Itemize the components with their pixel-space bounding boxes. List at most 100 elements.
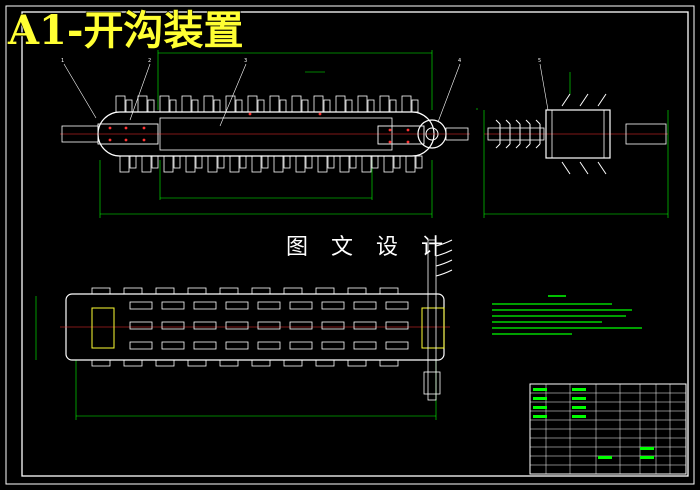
- callout-leaders: [63, 63, 549, 127]
- plan-slot: [193, 301, 217, 310]
- title-block-entry: [572, 406, 586, 409]
- upper-tooth-back: [125, 99, 133, 113]
- upper-tooth: [203, 95, 214, 113]
- upper-tooth-back: [213, 99, 221, 113]
- plan-left-hub: [91, 307, 115, 349]
- chain-icon: [115, 95, 419, 113]
- callout-3: 3: [244, 58, 247, 64]
- plan-bottom-tab: [347, 359, 367, 367]
- front-view-dimensions: [99, 50, 478, 218]
- plan-slot: [385, 301, 409, 310]
- upper-tooth-back: [345, 99, 353, 113]
- upper-tooth-back: [169, 99, 177, 113]
- side-blade-top: [515, 119, 521, 125]
- blade-icon: [495, 93, 607, 175]
- plan-slot: [161, 301, 185, 310]
- lower-tooth: [317, 155, 328, 173]
- lower-tooth: [163, 155, 174, 173]
- plan-bottom-tab: [315, 359, 335, 367]
- plan-slot: [129, 341, 153, 350]
- upper-tooth: [357, 95, 368, 113]
- plan-slot: [289, 341, 313, 350]
- lower-tooth-back: [393, 155, 401, 169]
- right-shaft: [445, 127, 469, 141]
- title-block-entry: [533, 415, 547, 418]
- upper-tooth: [379, 95, 390, 113]
- upper-tooth: [247, 95, 258, 113]
- callout-4: 4: [458, 58, 461, 64]
- plan-top-tab: [123, 287, 143, 295]
- plan-view-dimensions: [35, 296, 437, 420]
- plan-view: [35, 239, 453, 420]
- side-drum-band-left: [545, 109, 553, 159]
- upper-tooth: [115, 95, 126, 113]
- plan-slot: [257, 341, 281, 350]
- plan-top-tab: [283, 287, 303, 295]
- sheet-outer-border: [5, 5, 695, 485]
- plan-slot: [193, 321, 217, 330]
- callout-5: 5: [538, 58, 541, 64]
- side-blade-bottom: [525, 143, 531, 149]
- title-block-entry: [533, 406, 547, 409]
- upper-tooth: [291, 95, 302, 113]
- plan-drive-shaft: [427, 239, 437, 401]
- side-blade-top: [535, 119, 541, 125]
- drawing-title: A1-开沟装置: [7, 7, 243, 54]
- upper-tooth-back: [235, 99, 243, 113]
- plan-top-tab: [315, 287, 335, 295]
- upper-tooth: [181, 95, 192, 113]
- plan-top-tab: [347, 287, 367, 295]
- plan-slot: [193, 341, 217, 350]
- lower-tooth: [229, 155, 240, 173]
- plan-bottom-tab: [155, 359, 175, 367]
- title-block-entry: [640, 456, 654, 459]
- side-blade-curve-top: [561, 93, 571, 107]
- upper-tooth-back: [147, 99, 155, 113]
- plan-slot: [353, 321, 377, 330]
- upper-tooth: [335, 95, 346, 113]
- right-bearing-block: [377, 125, 425, 145]
- side-blade-bottom: [515, 143, 521, 149]
- side-drum-band-right: [603, 109, 611, 159]
- plan-bottom-tab: [123, 359, 143, 367]
- plan-slot: [289, 321, 313, 330]
- side-blade-curve-top: [597, 93, 607, 107]
- side-view-dimensions: [483, 72, 669, 218]
- plan-slot: [225, 301, 249, 310]
- lower-tooth-back: [305, 155, 313, 169]
- lower-tooth: [295, 155, 306, 173]
- plan-drive-blade: [435, 259, 453, 267]
- plan-top-tab: [187, 287, 207, 295]
- lower-tooth-back: [415, 155, 423, 169]
- lower-teeth: [119, 155, 423, 173]
- lower-tooth-back: [327, 155, 335, 169]
- front-view: [60, 50, 549, 218]
- plan-drive-coupling: [423, 371, 441, 395]
- lower-tooth-back: [151, 155, 159, 169]
- plan-slot: [385, 341, 409, 350]
- side-blade-bottom: [535, 143, 541, 149]
- plan-drive-blade: [435, 249, 453, 257]
- side-blade-curve-bottom: [561, 161, 571, 175]
- upper-tooth: [137, 95, 148, 113]
- upper-tooth: [159, 95, 170, 113]
- plan-slot: [289, 301, 313, 310]
- lower-tooth-back: [173, 155, 181, 169]
- upper-tooth: [401, 95, 412, 113]
- plan-bottom-tab: [283, 359, 303, 367]
- side-shaft-left: [487, 127, 545, 141]
- plan-slot: [385, 321, 409, 330]
- lower-tooth: [273, 155, 284, 173]
- side-blade-top: [525, 119, 531, 125]
- side-shaft-right: [625, 123, 667, 145]
- lower-tooth: [141, 155, 152, 173]
- title-block-entry: [598, 456, 612, 459]
- plan-slots: [91, 287, 409, 367]
- side-view: [483, 72, 669, 218]
- lower-tooth: [185, 155, 196, 173]
- side-blade-bottom: [505, 143, 511, 149]
- lower-tooth: [207, 155, 218, 173]
- callout-balloons: 1 2 3 4 5: [61, 58, 541, 64]
- plan-top-tab: [155, 287, 175, 295]
- lower-tooth-back: [239, 155, 247, 169]
